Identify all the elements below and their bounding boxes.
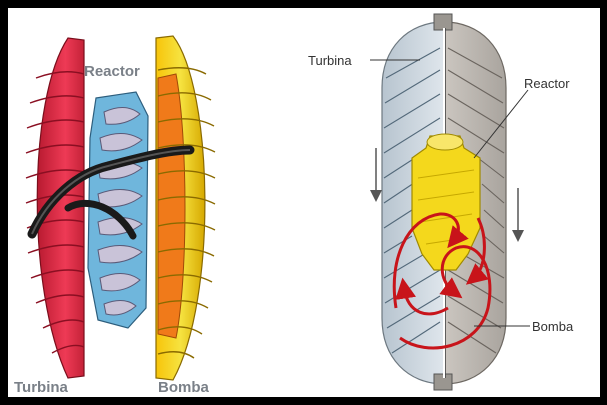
reactor-core bbox=[412, 134, 480, 270]
label-reactor-right: Reactor bbox=[524, 76, 570, 91]
label-turbina-right: Turbina bbox=[308, 53, 352, 68]
label-bomba-left: Bomba bbox=[158, 379, 209, 396]
label-reactor-left: Reactor bbox=[84, 63, 140, 80]
diagram-frame: Reactor Turbina Bomba bbox=[8, 8, 600, 397]
right-diagram: Turbina Reactor Bomba bbox=[308, 14, 574, 390]
left-diagram: Reactor Turbina Bomba bbox=[14, 36, 215, 396]
label-bomba-right: Bomba bbox=[532, 319, 574, 334]
reactor-wheel bbox=[88, 92, 148, 328]
bomba-wheel bbox=[156, 36, 215, 380]
torque-converter-diagram: Reactor Turbina Bomba bbox=[8, 8, 600, 397]
label-turbina-left: Turbina bbox=[14, 379, 69, 396]
